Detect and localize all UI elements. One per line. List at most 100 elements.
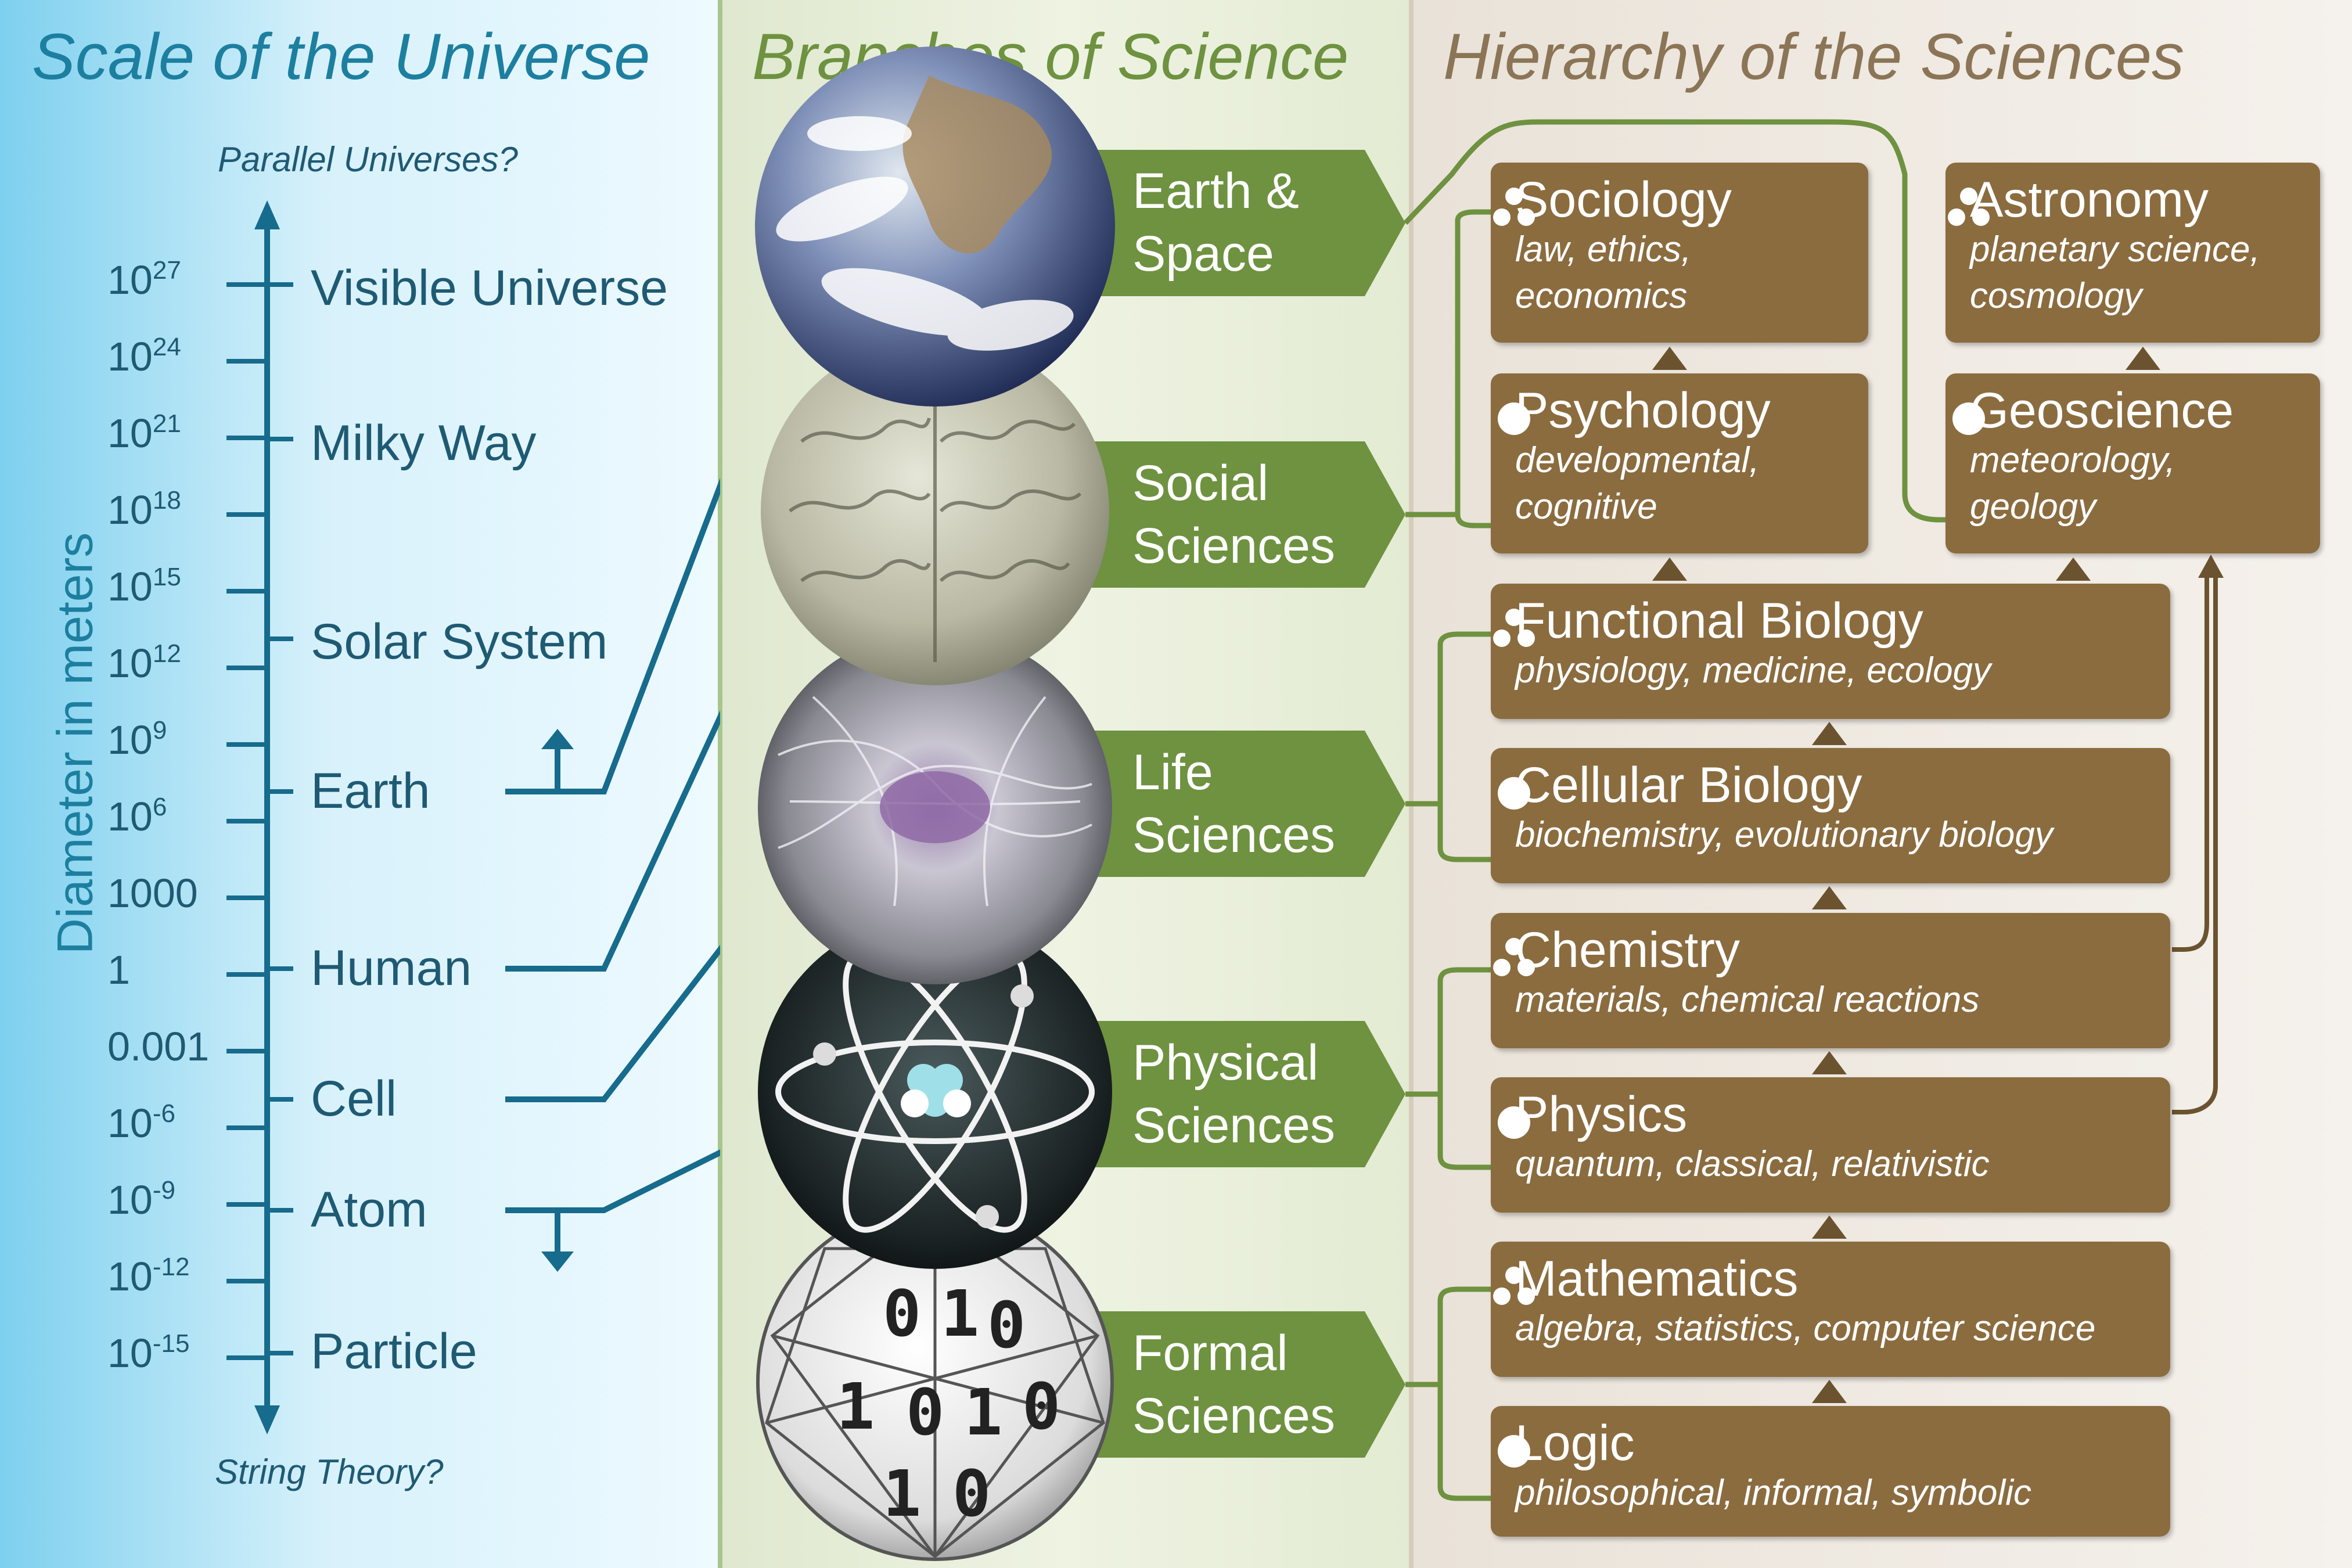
tick-label-base: 10: [107, 794, 153, 839]
tick-label: 10-12: [107, 1253, 189, 1300]
dot-icon: [1952, 402, 1985, 435]
human-connector: [505, 710, 720, 972]
panel-divider: [1409, 0, 1414, 1568]
hierarchy-title: Hierarchy of the Sciences: [1443, 20, 2185, 93]
dot-icon: [1498, 777, 1530, 810]
box-title: Logic: [1515, 1415, 1635, 1471]
object-label-cell: Cell: [311, 1071, 397, 1127]
tick-label-base: 10: [107, 717, 153, 763]
tick-label: 10-6: [107, 1100, 175, 1146]
tick-label: 1018: [107, 487, 181, 533]
three-dots-icon: [1493, 609, 1535, 647]
object-label-milky-way: Milky Way: [311, 415, 537, 471]
object-label-earth: Earth: [311, 763, 430, 819]
three-dots-icon: [1948, 188, 1990, 226]
tick-label-base: 1000: [107, 871, 198, 916]
tick-label-base: 10: [107, 1101, 153, 1146]
tick-label: 1027: [107, 257, 181, 303]
scale-axis: [226, 200, 720, 1434]
tick-label-exponent: -15: [152, 1329, 190, 1358]
hierarchy-box-mathematics: Mathematics algebra, statistics, compute…: [1491, 1242, 2170, 1377]
box-title: Mathematics: [1515, 1251, 1799, 1307]
tick-label: 10-15: [107, 1330, 189, 1376]
dot-icon: [1498, 1435, 1530, 1468]
box-title: Geoscience: [1970, 383, 2234, 438]
tick-label: 109: [107, 717, 167, 763]
tick-label: 0.001: [107, 1023, 209, 1070]
box-subtitle: materials, chemical reactions: [1515, 980, 1980, 1020]
box-title: Psychology: [1515, 383, 1771, 438]
tick-label-base: 10: [107, 487, 153, 533]
hierarchy-box-functional-biology: Functional Biology physiology, medicine,…: [1491, 584, 2170, 719]
top-note: Parallel Universes?: [218, 140, 518, 179]
tick-label-exponent: 24: [152, 333, 181, 361]
box-subtitle: philosophical, informal, symbolic: [1515, 1473, 2032, 1513]
box-subtitle: meteorology, geology: [1970, 440, 2175, 527]
hierarchy-box-astronomy: Astronomy planetary science, cosmology: [1945, 163, 2320, 343]
tick-label-base: 10: [107, 641, 153, 686]
branch-label-formal: Formal Sciences: [1132, 1325, 1335, 1444]
hierarchy-box-physics: Physics quantum, classical, relativistic: [1491, 1077, 2170, 1213]
tick-label-exponent: 9: [152, 716, 167, 745]
tick-label-exponent: 27: [152, 256, 181, 285]
box-title: Sociology: [1515, 172, 1732, 228]
box-title: Functional Biology: [1515, 593, 1923, 649]
three-dots-icon: [1493, 188, 1535, 226]
branch-label-earth-space: Earth & Space: [1132, 163, 1299, 282]
scale-title: Scale of the Universe: [32, 20, 650, 93]
tick-label-base: 10: [107, 334, 153, 379]
object-label-visible-universe: Visible Universe: [311, 260, 668, 316]
object-label-human: Human: [311, 940, 472, 996]
tick-label-exponent: 12: [152, 639, 181, 668]
bottom-note: String Theory?: [215, 1452, 444, 1491]
tick-label-base: 10: [107, 564, 153, 609]
hierarchy-box-chemistry: Chemistry materials, chemical reactions: [1491, 913, 2170, 1048]
object-label-solar-system: Solar System: [311, 614, 608, 670]
atom-connector: [505, 1149, 720, 1213]
branch-label-life: Life Sciences: [1132, 745, 1335, 863]
branches-title: Branches of Science: [752, 20, 1349, 93]
tick-label-base: 10: [107, 411, 153, 456]
branch-label-social: Social Sciences: [1132, 455, 1335, 574]
hierarchy-box-cellular-biology: Cellular Biology biochemistry, evolution…: [1491, 748, 2170, 883]
box-subtitle: algebra, statistics, computer science: [1515, 1308, 2096, 1348]
hierarchy-box-geoscience: Geoscience meteorology, geology: [1945, 373, 2320, 553]
tick-label-exponent: -6: [152, 1099, 175, 1128]
panel-divider: [718, 0, 722, 1568]
branch-label-physical: Physical Sciences: [1132, 1035, 1335, 1153]
tick-label-base: 10: [107, 257, 153, 303]
tick-label-exponent: -12: [152, 1253, 190, 1281]
tick-label: 1015: [107, 563, 181, 610]
cell-connector: [505, 944, 720, 1102]
tick-label-exponent: 15: [152, 563, 181, 591]
tick-label-exponent: -9: [152, 1176, 175, 1204]
scale-panel: [0, 0, 720, 1568]
three-dots-icon: [1493, 938, 1535, 976]
hierarchy-box-sociology: Sociology law, ethics, economics: [1491, 163, 1868, 343]
tick-label-exponent: 21: [152, 409, 181, 438]
tick-label-base: 10: [107, 1177, 153, 1222]
three-dots-icon: [1493, 1267, 1535, 1305]
tick-label-exponent: 18: [152, 486, 181, 515]
box-title: Chemistry: [1515, 922, 1740, 978]
hierarchy-box-psychology: Psychology developmental, cognitive: [1491, 373, 1868, 553]
box-title: Physics: [1515, 1087, 1688, 1142]
arrow-up-icon: [254, 200, 280, 229]
tick-label: 1021: [107, 410, 181, 456]
box-subtitle: biochemistry, evolutionary biology: [1515, 815, 2053, 855]
arrow-down-icon: [254, 1405, 280, 1434]
tick-label-base: 10: [107, 1254, 153, 1299]
object-label-particle: Particle: [311, 1324, 477, 1379]
tick-label: 10-9: [107, 1177, 175, 1223]
arrow-up-icon: [541, 729, 574, 749]
tick-label-base: 0.001: [107, 1024, 210, 1069]
box-subtitle: developmental, cognitive: [1515, 440, 1760, 527]
dot-icon: [1498, 402, 1530, 435]
box-subtitle: physiology, medicine, ecology: [1515, 650, 1991, 691]
hierarchy-box-logic: Logic philosophical, informal, symbolic: [1491, 1406, 2170, 1537]
box-subtitle: planetary science, cosmology: [1970, 229, 2260, 316]
tick-label: 106: [107, 793, 167, 840]
dot-icon: [1498, 1106, 1530, 1139]
tick-label: 1024: [107, 333, 181, 380]
earth-connector: [505, 477, 720, 794]
